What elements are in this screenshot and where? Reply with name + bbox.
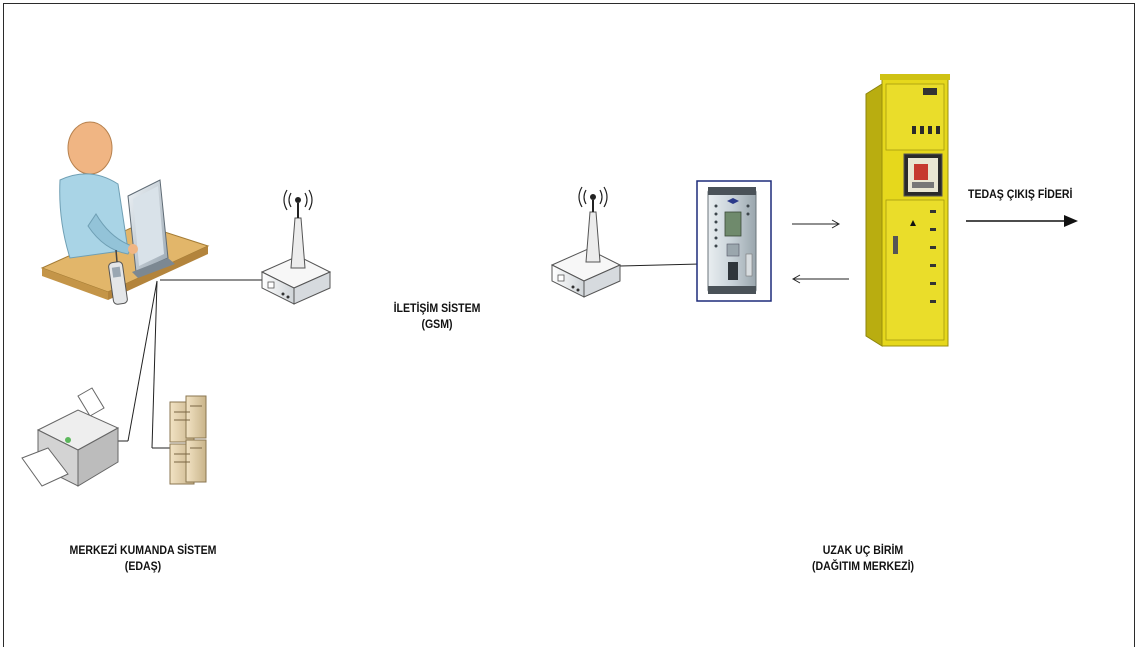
printer-button <box>65 437 71 443</box>
device-top-cap <box>708 187 756 195</box>
device-bottom-cap <box>708 286 756 294</box>
printer-icon <box>22 388 118 486</box>
communication-subtitle: (GSM) <box>371 316 503 332</box>
operator-workstation <box>42 122 208 305</box>
antenna-right-mast <box>586 212 600 262</box>
panel-nameplate <box>923 88 937 95</box>
remote-unit-title: UZAK UÇ BİRİM <box>779 542 946 558</box>
switchgear-panel <box>866 74 950 346</box>
device-display <box>725 212 741 236</box>
panel-lower-door <box>886 200 944 340</box>
server-icon <box>170 396 206 484</box>
central-system-subtitle: (EDAŞ) <box>55 558 231 574</box>
modem-right-icon <box>552 187 620 297</box>
server-unit-2 <box>186 396 206 438</box>
server-unit-4 <box>186 440 206 482</box>
feeder-title: TEDAŞ ÇIKIŞ FİDERİ <box>968 186 1072 202</box>
panel-side <box>866 84 882 346</box>
panel-top-cap <box>880 74 950 80</box>
modem-left-icon <box>262 190 330 304</box>
feeder-label: TEDAŞ ÇIKIŞ FİDERİ <box>968 186 1072 202</box>
antenna-left-mast <box>291 218 305 268</box>
remote-unit-subtitle: (DAĞITIM MERKEZİ) <box>779 558 946 574</box>
phone-screen <box>112 267 121 278</box>
communication-title: İLETİŞİM SİSTEM <box>371 300 503 316</box>
person-head <box>68 122 112 174</box>
phone-antenna <box>116 250 117 262</box>
signal-arrows <box>792 220 849 283</box>
central-system-title: MERKEZİ KUMANDA SİSTEM <box>55 542 231 558</box>
feeder-arrow <box>966 215 1078 227</box>
remote-terminal-device <box>697 181 771 301</box>
central-system-label: MERKEZİ KUMANDA SİSTEM (EDAŞ) <box>55 542 231 574</box>
remote-unit-label: UZAK UÇ BİRİM (DAĞITIM MERKEZİ) <box>779 542 946 574</box>
communication-label: İLETİŞİM SİSTEM (GSM) <box>371 300 503 332</box>
person-hand <box>128 244 138 254</box>
modem-to-relay-line <box>620 264 700 266</box>
